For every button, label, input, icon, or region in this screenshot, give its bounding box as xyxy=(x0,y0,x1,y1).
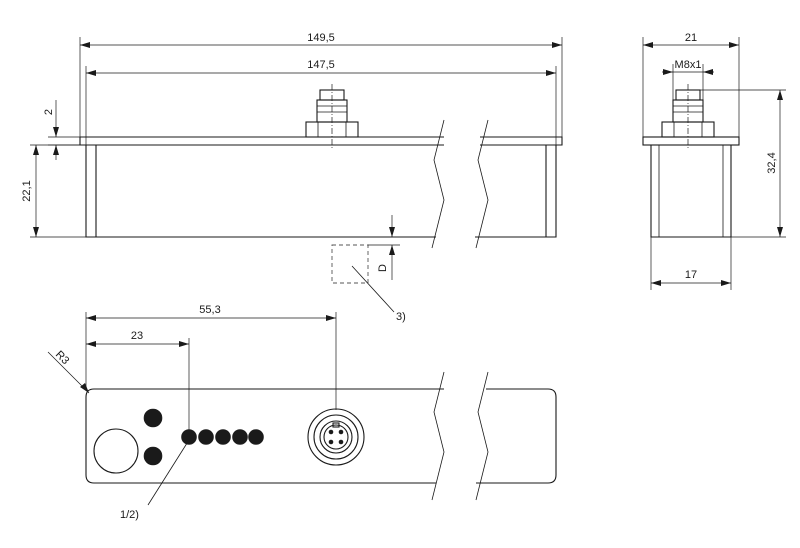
front-connector xyxy=(305,84,359,148)
side-view xyxy=(642,84,740,238)
dim-radius: R3 xyxy=(47,349,90,394)
dim-body-height: 22,1 xyxy=(21,144,86,238)
break-line-right xyxy=(475,119,489,249)
dim-plate-thickness: 2 xyxy=(43,100,80,160)
dim-connector-pos-label: 55,3 xyxy=(199,304,220,316)
dim-width: 21 xyxy=(642,32,740,137)
teach-button xyxy=(93,428,139,474)
led-2 xyxy=(198,429,214,445)
dim-body-width: 17 xyxy=(650,237,732,290)
dim-thread: M8x1 xyxy=(662,59,714,100)
break-line-left xyxy=(431,119,445,249)
led-1 xyxy=(181,429,197,445)
dim-plate-thickness-label: 2 xyxy=(43,109,55,115)
callout-led-note: 1/2) xyxy=(120,509,139,521)
dim-total-height: 32,4 xyxy=(700,89,786,238)
led-3 xyxy=(215,429,231,445)
led-5 xyxy=(248,429,264,445)
indicator-dot-lower xyxy=(143,446,163,466)
callout-sensing-note: 3) xyxy=(396,311,406,323)
side-connector xyxy=(661,84,715,148)
dim-thread-label: M8x1 xyxy=(675,59,702,71)
dim-body-height-label: 22,1 xyxy=(21,180,33,201)
front-view xyxy=(79,84,563,313)
dim-led-pos: 23 xyxy=(86,330,190,430)
break-line-left-top xyxy=(431,371,445,501)
led-4 xyxy=(232,429,248,445)
dim-radius-label: R3 xyxy=(53,349,71,367)
dim-body-width-label: 17 xyxy=(685,269,697,281)
dim-width-label: 21 xyxy=(685,32,697,44)
dim-inner-length: 147,5 xyxy=(85,59,557,145)
connector-face xyxy=(307,408,365,466)
dim-offset-d: D xyxy=(368,215,400,280)
dim-led-pos-label: 23 xyxy=(131,330,143,342)
target-outline xyxy=(331,244,369,284)
dim-overall-length: 149,5 xyxy=(79,32,563,137)
dim-overall-length-label: 149,5 xyxy=(307,32,335,44)
dim-total-height-label: 32,4 xyxy=(766,152,778,173)
indicator-dot-upper xyxy=(143,408,163,428)
dim-inner-length-label: 147,5 xyxy=(307,59,335,71)
led-row xyxy=(181,429,264,445)
dim-connector-pos: 55,3 xyxy=(85,304,337,410)
dim-offset-d-label: D xyxy=(377,264,389,272)
break-line-right-top xyxy=(475,371,489,501)
top-view xyxy=(85,371,557,501)
